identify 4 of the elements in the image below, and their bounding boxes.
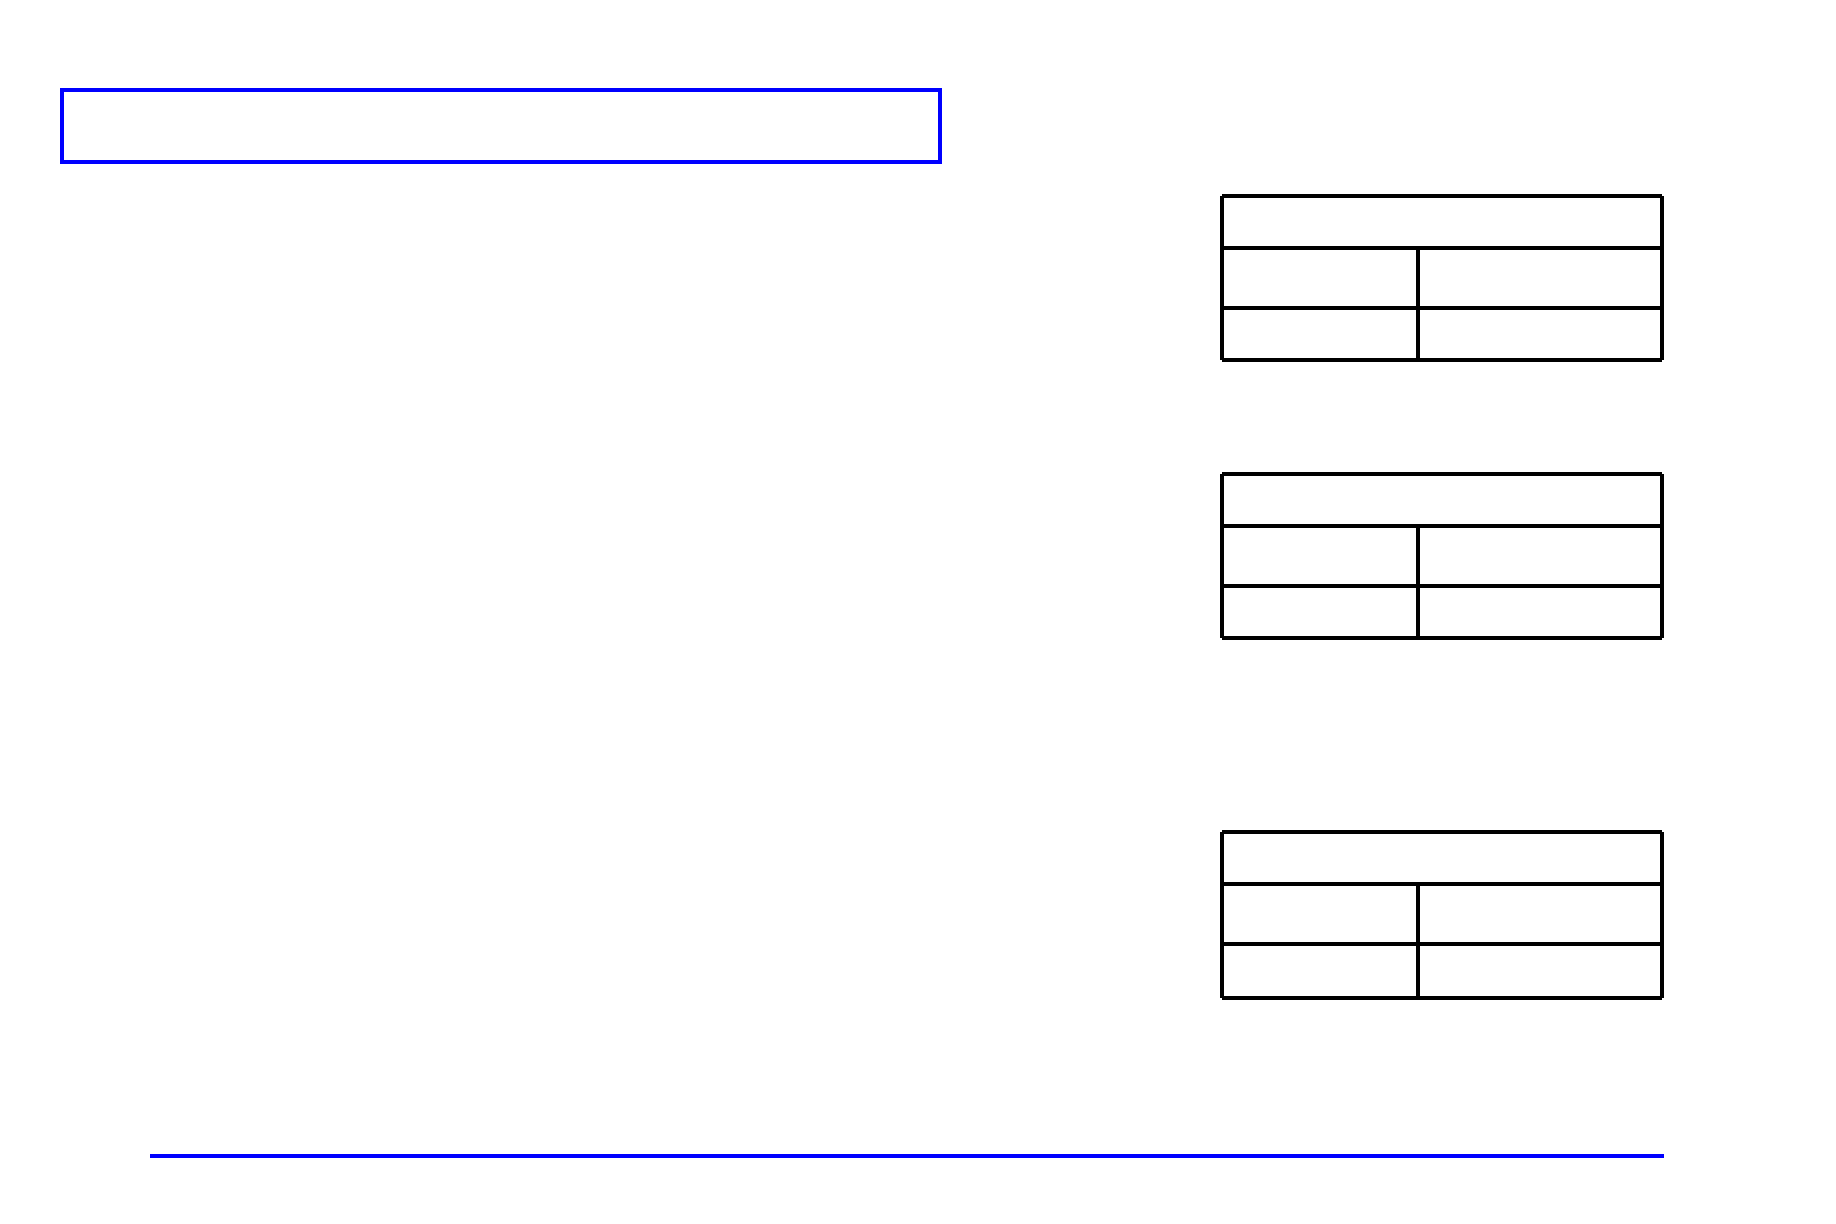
empty-table — [1220, 194, 1664, 362]
empty-table — [1220, 830, 1664, 1000]
header-box — [60, 88, 942, 164]
empty-table — [1220, 472, 1664, 640]
